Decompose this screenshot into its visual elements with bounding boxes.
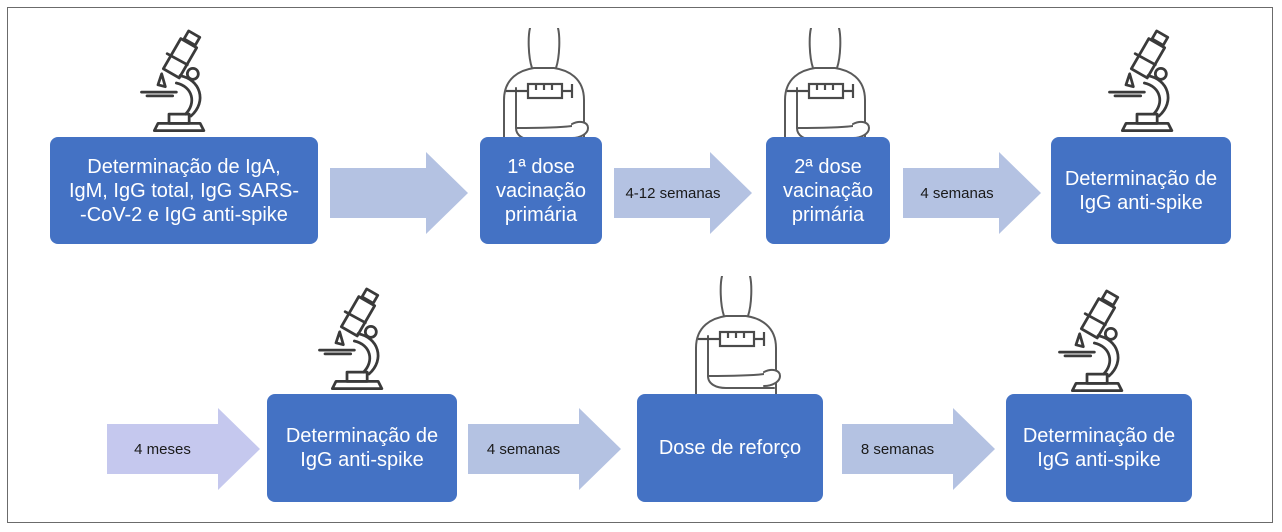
diagram-frame (7, 7, 1273, 523)
arrow-label (330, 152, 426, 234)
microscope-icon (1048, 288, 1148, 398)
box-determination-3: Determinação de IgG anti-spike (1006, 394, 1192, 502)
box-first-dose: 1ª dose vacinação primária (480, 137, 602, 244)
arrow-label: 4 meses (134, 440, 191, 458)
arrow-dose1-to-dose2: 4-12 semanas (614, 152, 752, 234)
arrow-4-meses: 4 meses (107, 408, 260, 490)
arrow-dose2-to-box4: 4 semanas (903, 152, 1041, 234)
vaccinated-person-icon (494, 28, 594, 148)
box-booster-dose: Dose de reforço (637, 394, 823, 502)
box-initial-determination: Determinação de IgA, IgM, IgG total, IgG… (50, 137, 318, 244)
arrow-box1-to-dose1 (330, 152, 468, 234)
arrow-label: 4 semanas (920, 184, 994, 202)
box-determination-2: Determinação de IgG anti-spike (267, 394, 457, 502)
arrow-label: 8 semanas (860, 440, 935, 458)
arrow-label: 4 semanas (486, 440, 561, 458)
microscope-icon (130, 28, 230, 138)
box-determination-1: Determinação de IgG anti-spike (1051, 137, 1231, 244)
vaccinated-person-icon (686, 276, 786, 396)
box-second-dose: 2ª dose vacinação primária (766, 137, 890, 244)
arrow-label: 4-12 semanas (625, 184, 721, 202)
vaccinated-person-icon (775, 28, 875, 148)
arrow-to-booster: 4 semanas (468, 408, 621, 490)
microscope-icon (1098, 28, 1198, 138)
microscope-icon (308, 286, 408, 396)
arrow-booster-to-final: 8 semanas (842, 408, 995, 490)
